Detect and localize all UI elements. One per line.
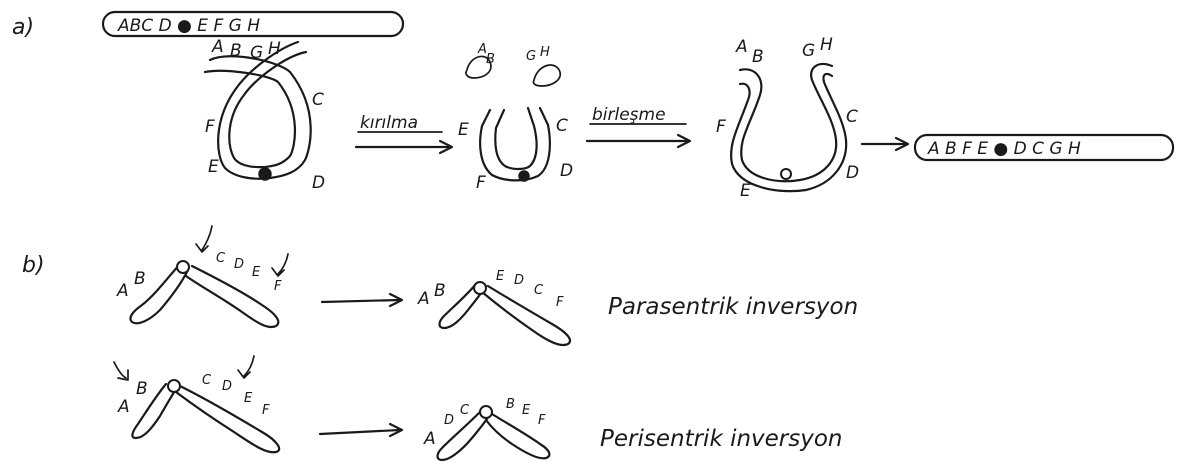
peri-before-f: F (262, 403, 270, 418)
loop-letter-f: F (205, 117, 215, 137)
peri-after-e: E (522, 403, 531, 418)
parasentrik-label: Parasentrik inversyon (608, 294, 858, 320)
centromere-circle (168, 380, 180, 392)
linear-chromosome-inverted-label: A B F E ● D C G H (927, 139, 1081, 159)
pericentric-after: A D C B E F (423, 397, 549, 460)
fragment-letter-b: B (486, 52, 495, 67)
final-arrow (862, 138, 908, 150)
u-letter-c: C (556, 116, 568, 136)
peri-after-d: D (444, 413, 454, 428)
break-arrow-left (114, 362, 128, 380)
broken-u-chromosome: E C F D (458, 108, 573, 193)
linear-chromosome-original: ABC D ● E F G H (103, 12, 403, 36)
loop-letter-e: E (208, 157, 219, 177)
para-before-e: E (252, 265, 261, 280)
rejoin-letter-d: D (846, 163, 859, 183)
birlesme-label: birleşme (592, 105, 666, 125)
u-letter-f: F (476, 173, 486, 193)
para-after-d: D (514, 273, 524, 288)
loop-letter-a: A (211, 37, 224, 57)
fragment-letter-h: H (540, 45, 550, 60)
rejoin-letter-f: F (716, 117, 726, 137)
para-before-a: A (116, 281, 129, 301)
inversion-loop: A B G H F C E D (205, 37, 325, 193)
break-arrow-right (272, 254, 288, 276)
panel-a-label: a) (12, 15, 34, 40)
centromere-circle (480, 406, 492, 418)
perisentrik-label: Perisentrik inversyon (600, 426, 843, 452)
rejoin-letter-e: E (740, 181, 751, 201)
panel-b-label: b) (22, 253, 45, 278)
paracentric-arrow (322, 294, 402, 306)
para-after-a: A (417, 289, 430, 309)
para-after-c: C (534, 283, 544, 298)
loop-letter-c: C (312, 90, 324, 110)
paracentric-after: A B E D C F (417, 269, 570, 345)
rejoin-letter-c: C (846, 107, 858, 127)
peri-after-f: F (538, 413, 546, 428)
fragment-letter-g: G (526, 49, 536, 64)
centromere-dot (519, 171, 529, 181)
para-after-e: E (496, 269, 505, 284)
peri-before-d: D (222, 379, 232, 394)
peri-before-b: B (136, 379, 148, 399)
kirilma-label: kırılma (360, 113, 418, 133)
peri-after-c: C (460, 403, 470, 418)
birlesme-arrow: birleşme (587, 105, 690, 147)
peri-after-b: B (506, 397, 515, 412)
centromere-circle (474, 282, 486, 294)
loop-letter-b: B (230, 41, 242, 61)
linear-chromosome-original-label: ABC D ● E F G H (117, 16, 260, 36)
break-arrow-right (238, 356, 254, 378)
peri-before-c: C (202, 373, 212, 388)
loop-letter-h: H (268, 39, 281, 59)
peri-before-e: E (244, 391, 253, 406)
pericentric-before: A B C D E F (114, 356, 279, 452)
u-letter-e: E (458, 120, 469, 140)
loop-letter-d: D (312, 173, 325, 193)
rejoin-letter-b: B (752, 47, 764, 67)
peri-before-a: A (117, 397, 130, 417)
para-before-f: F (274, 279, 282, 294)
centromere-dot (259, 168, 271, 180)
centromere-circle (177, 261, 189, 273)
pericentric-arrow (320, 424, 402, 436)
peri-after-a: A (423, 429, 436, 449)
kirilma-arrow: kırılma (356, 113, 452, 153)
u-letter-d: D (560, 161, 573, 181)
loop-letter-g: G (250, 43, 263, 63)
rejoin-letter-g: G (802, 41, 815, 61)
centromere-circle (781, 169, 791, 179)
rejoin-letter-a: A (735, 37, 748, 57)
para-after-b: B (434, 281, 446, 301)
break-arrow-left (196, 226, 212, 252)
para-before-b: B (134, 269, 146, 289)
para-before-c: C (216, 251, 226, 266)
paracentric-before: A B C D E F (116, 226, 288, 327)
rejoined-u-chromosome: A B G H F C E D (716, 35, 859, 201)
para-before-d: D (234, 257, 244, 272)
linear-chromosome-inverted: A B F E ● D C G H (915, 135, 1173, 160)
rejoin-letter-h: H (820, 35, 833, 55)
para-after-f: F (556, 295, 564, 310)
broken-fragments: A B G H (466, 42, 560, 86)
